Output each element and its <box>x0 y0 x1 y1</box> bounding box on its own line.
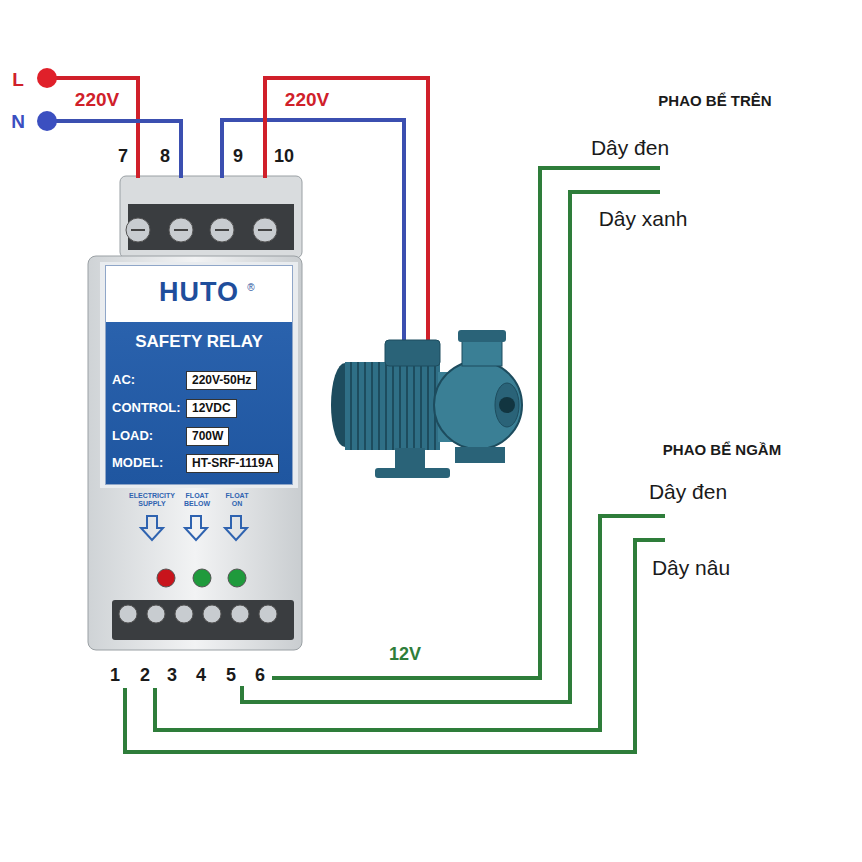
spec-label: MODEL: <box>112 456 163 470</box>
terminal-number: 7 <box>118 147 128 167</box>
wire-label: Dây nâu <box>652 556 730 579</box>
value-text: HT-SRF-1119A <box>192 457 273 470</box>
value-text: 700W <box>192 430 223 443</box>
phase-label: N <box>11 112 25 133</box>
relay-housing <box>88 176 302 650</box>
value-text: 12VDC <box>192 402 231 415</box>
voltage-label: 220V <box>285 90 329 111</box>
neutral-terminal <box>37 111 57 131</box>
voltage-label: 12V <box>389 645 421 665</box>
value-box: 220V-50Hz <box>186 371 257 390</box>
terminal-number: 6 <box>255 666 265 686</box>
float-heading: PHAO BỂ TRÊN <box>658 93 771 110</box>
spec-label: CONTROL: <box>112 401 181 415</box>
trademark: ® <box>247 282 254 293</box>
pump-illustration <box>331 330 522 478</box>
terminal-number: 4 <box>196 666 206 686</box>
phase-label: L <box>12 70 24 91</box>
value-text: 220V-50Hz <box>192 374 251 387</box>
terminal-number: 9 <box>233 147 243 167</box>
terminal-number: 2 <box>140 666 150 686</box>
wire-label: Dây xanh <box>599 207 688 230</box>
terminal-number: 10 <box>274 147 294 167</box>
product-title: SAFETY RELAY <box>135 333 263 352</box>
float-heading: PHAO BỂ NGẦM <box>663 442 781 459</box>
indicator-label: FLOAT BELOW <box>180 492 214 507</box>
live-terminal <box>37 68 57 88</box>
brand-logo: HUTO <box>159 278 239 308</box>
terminal-number: 1 <box>110 666 120 686</box>
wire-label: Dây đen <box>591 136 669 159</box>
terminal-number: 8 <box>160 147 170 167</box>
value-box: 700W <box>186 427 229 446</box>
indicator-label: ELECTRICITY SUPPLY <box>126 492 178 507</box>
value-box: 12VDC <box>186 399 237 418</box>
spec-label: AC: <box>112 373 135 387</box>
voltage-label: 220V <box>75 90 119 111</box>
float-wires <box>125 168 665 752</box>
value-box: HT-SRF-1119A <box>186 454 279 473</box>
wire-label: Dây đen <box>649 480 727 503</box>
terminal-number: 5 <box>226 666 236 686</box>
terminal-number: 3 <box>167 666 177 686</box>
indicator-label: FLOAT ON <box>222 492 252 507</box>
spec-label: LOAD: <box>112 429 153 443</box>
